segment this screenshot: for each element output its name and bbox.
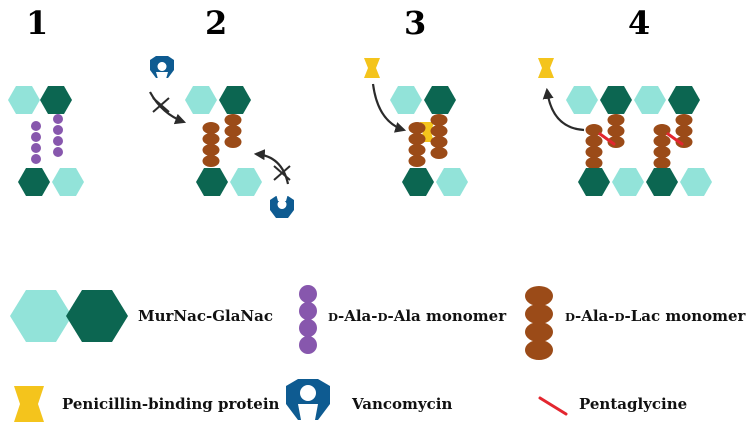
panel-number-4: 4	[628, 4, 651, 42]
murnac-hexagon-dark	[600, 86, 632, 114]
sc-prefix: D	[565, 310, 575, 324]
murnac-hexagon-dark	[219, 86, 251, 114]
pentaglycine-bridge	[598, 132, 616, 146]
murnac-hexagon-light	[185, 86, 217, 114]
murnac-hexagon-dark	[40, 86, 72, 114]
dala-dlac-chain	[653, 124, 671, 169]
murnac-hexagon-light	[612, 168, 644, 196]
dala-dlac-chain	[607, 114, 625, 148]
murnac-hexagon-light	[390, 86, 422, 114]
vancomycin-icon	[150, 56, 174, 79]
dala-dala-chain	[53, 114, 63, 157]
murnac-hexagon-dark	[578, 168, 610, 196]
legend-label-pentaglycine: Pentaglycine	[579, 395, 688, 413]
dala-dlac-chain	[408, 122, 426, 167]
legend-label-dala-dala: D-Ala-D-Ala monomer	[328, 307, 506, 325]
murnac-hexagon-light	[436, 168, 468, 196]
dala-dala-chain	[31, 121, 41, 164]
penicillin-binding-protein-icon	[538, 58, 554, 78]
murnac-hexagon-dark	[402, 168, 434, 196]
panel-4-diagram	[538, 58, 712, 196]
murnac-hexagon-light	[52, 168, 84, 196]
murnac-hexagon-dark	[196, 168, 228, 196]
legend-penicillin-binding-protein-icon	[14, 386, 44, 422]
murnac-hexagon-dark	[668, 86, 700, 114]
legend-label-murnac: MurNac-GlaNac	[138, 307, 273, 325]
dala-dlac-chain	[224, 114, 242, 148]
dala-dlac-chain	[202, 122, 220, 167]
legend-label-dala-dlac: D-Ala-D-Lac monomer	[565, 307, 745, 325]
text-part: -Ala-	[337, 307, 378, 325]
murnac-hexagon-light	[8, 86, 40, 114]
legend-murnac-hexagon-dark	[66, 290, 128, 342]
blocked-cross	[152, 97, 170, 113]
panel-1-diagram	[8, 86, 84, 196]
panel-number-3: 3	[404, 4, 427, 42]
dala-dlac-chain	[675, 114, 693, 148]
binding-arrow	[371, 83, 407, 133]
sc-prefix: D	[377, 310, 388, 324]
murnac-hexagon-light	[230, 168, 262, 196]
legend	[10, 285, 568, 422]
panel-3-diagram	[364, 58, 468, 196]
murnac-hexagon-light	[680, 168, 712, 196]
murnac-hexagon-dark	[18, 168, 50, 196]
panel-number-1: 1	[26, 4, 49, 42]
blocked-arrow	[149, 91, 187, 125]
legend-vancomycin-icon	[286, 379, 330, 420]
panel-number-2: 2	[205, 4, 228, 42]
panel-2-diagram	[149, 56, 294, 218]
vancomycin-icon	[270, 194, 294, 218]
dala-dlac-chain	[585, 124, 603, 169]
murnac-hexagon-light	[634, 86, 666, 114]
legend-dala-dala-icon	[299, 285, 317, 354]
legend-murnac-hexagon-light	[10, 290, 72, 342]
text-part: -Ala-	[574, 307, 615, 325]
legend-dala-dlac-icon	[525, 286, 553, 360]
legend-pentaglycine-icon	[538, 396, 568, 416]
blocked-arrow	[253, 149, 290, 185]
legend-label-pbp: Penicillin-binding protein	[62, 395, 280, 413]
blocked-cross	[273, 165, 291, 181]
murnac-hexagon-dark	[646, 168, 678, 196]
penicillin-binding-protein-icon	[364, 58, 380, 78]
legend-label-vancomycin: Vancomycin	[352, 395, 453, 413]
text-part: -Ala monomer	[387, 307, 507, 325]
pentaglycine-bridge	[666, 132, 684, 146]
text-part: -Lac monomer	[624, 307, 746, 325]
release-arrow	[542, 87, 585, 132]
dala-dlac-chain	[430, 114, 448, 159]
sc-prefix: D	[328, 310, 338, 324]
murnac-hexagon-light	[566, 86, 598, 114]
murnac-hexagon-dark	[424, 86, 456, 114]
sc-prefix: D	[614, 310, 625, 324]
